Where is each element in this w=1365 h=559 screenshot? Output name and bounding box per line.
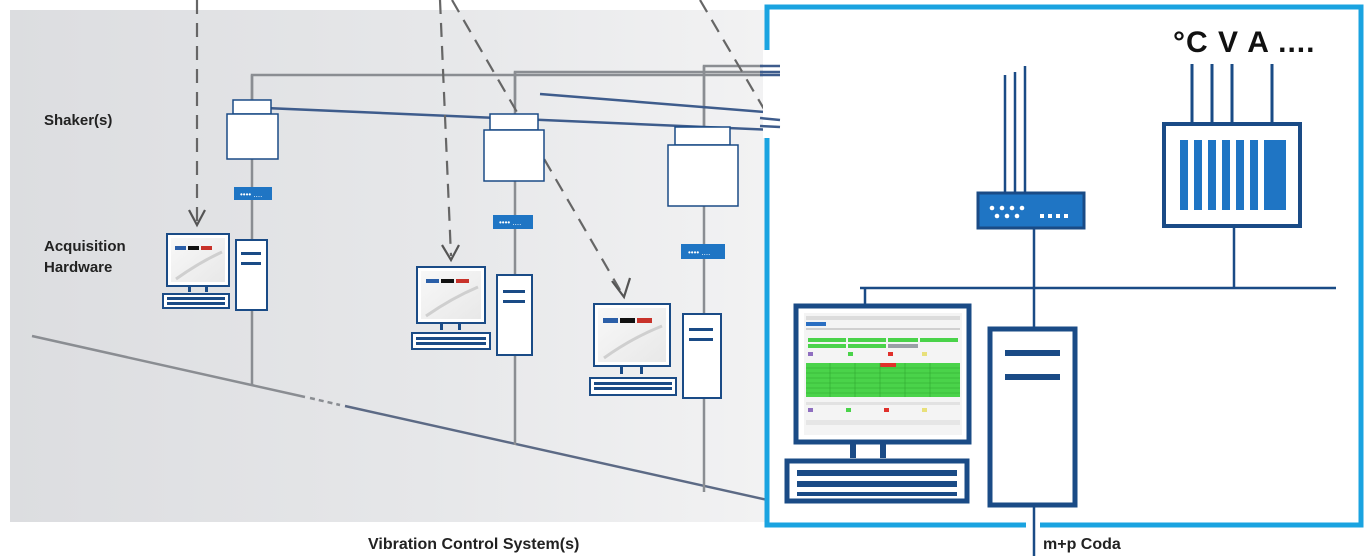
computer-icon	[589, 303, 677, 396]
switch-icon: •••• ....	[493, 215, 533, 229]
floor-line	[31, 334, 306, 399]
arrowhead	[188, 209, 206, 228]
measurands-label: °C V A ....	[1173, 26, 1316, 59]
svg-text:•••• ....: •••• ....	[499, 218, 521, 227]
background-panel	[10, 10, 765, 522]
tower-icon	[496, 274, 533, 356]
svg-text:•••• ....: •••• ....	[688, 248, 710, 257]
switch-icon: •••• ....	[681, 244, 725, 259]
svg-text:•••• ....: •••• ....	[240, 190, 262, 199]
daq-module-icon	[1162, 64, 1302, 228]
shaker-label: Shaker(s)	[44, 112, 113, 129]
coda-network	[860, 66, 1336, 556]
acquisition-label: Acquisition Hardware	[44, 238, 126, 276]
switch-icon	[976, 191, 1086, 230]
shaker-icon	[483, 113, 545, 182]
tower-icon	[682, 313, 722, 399]
tower-icon	[987, 326, 1078, 508]
vcs-label: Vibration Control System(s)	[368, 536, 580, 553]
arrowhead	[611, 277, 632, 300]
computer-icon	[411, 266, 491, 350]
shaker-icon	[226, 99, 279, 160]
shaker-icon	[667, 126, 739, 207]
tower-icon	[235, 239, 268, 311]
computer-icon	[162, 233, 230, 309]
arrowhead	[441, 244, 460, 263]
switch-icon: •••• ....	[234, 187, 272, 200]
coda-label: m+p Coda	[1043, 536, 1121, 553]
computer-icon	[784, 303, 972, 504]
